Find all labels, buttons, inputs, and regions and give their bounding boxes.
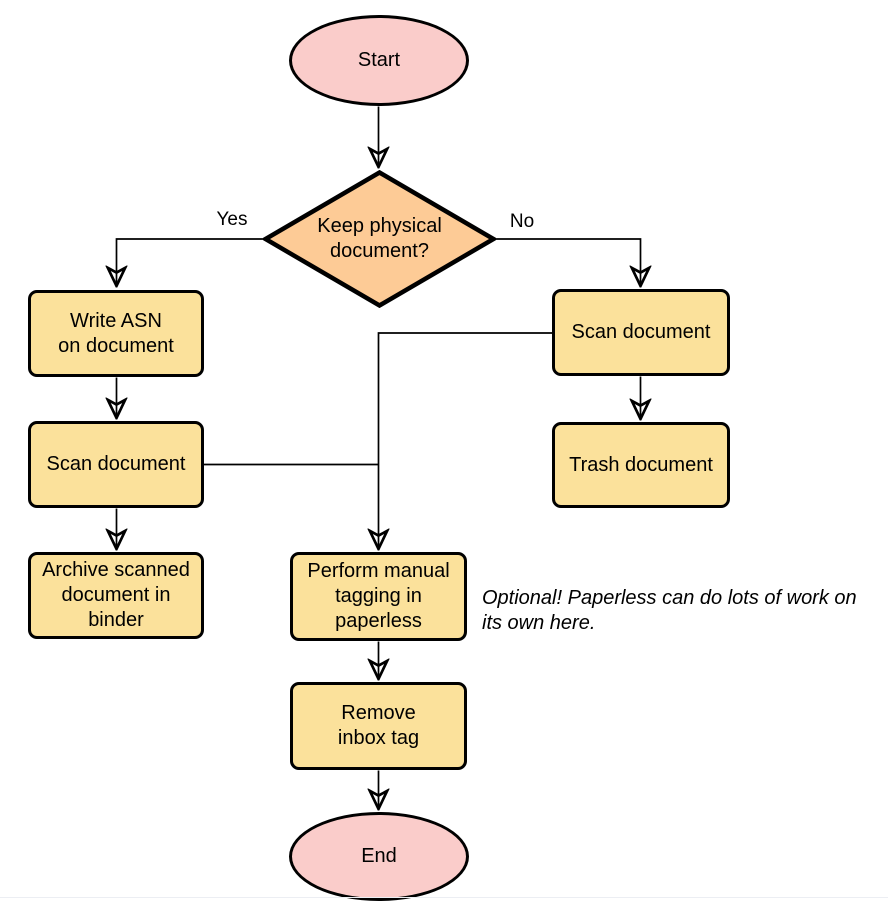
- node-remove-inbox: Remove inbox tag: [290, 682, 467, 770]
- node-archive-label: Archive scanned document in binder: [42, 559, 190, 631]
- node-write-asn: Write ASN on document: [28, 290, 204, 377]
- decision-shape-svg: [263, 170, 496, 308]
- node-write-asn-label: Write ASN on document: [58, 309, 174, 357]
- node-remove-inbox-label: Remove inbox tag: [337, 702, 420, 749]
- node-tagging-label: Perform manual tagging in paperless: [307, 560, 450, 632]
- node-scan-right-label: Scan document: [571, 321, 711, 343]
- node-trash: Trash document: [552, 422, 730, 508]
- decision-shape: [263, 170, 496, 308]
- edge-label-yes: Yes: [206, 209, 258, 231]
- node-end: End: [289, 812, 469, 901]
- node-trash-label: Trash document: [569, 453, 713, 476]
- edge-decision-to-scan-right: [496, 238, 641, 286]
- node-start: Start: [289, 15, 469, 106]
- edge-decision-to-write-asn: [117, 238, 263, 286]
- bottom-divider: [0, 897, 888, 898]
- edge-scan-right-to-tagging: [379, 332, 552, 549]
- node-decision: Keep physical document?: [263, 170, 496, 308]
- node-scan-left: Scan document: [28, 421, 204, 508]
- node-tagging: Perform manual tagging in paperless: [290, 552, 467, 641]
- node-archive: Archive scanned document in binder: [28, 552, 204, 639]
- edge-label-no: No: [499, 211, 545, 233]
- node-decision-label: Keep physical document?: [317, 215, 442, 262]
- node-start-label: Start: [357, 49, 401, 71]
- node-scan-left-label: Scan document: [46, 453, 186, 475]
- annotation-text: Optional! Paperless can do lots of work …: [482, 587, 857, 634]
- node-end-label: End: [361, 845, 397, 867]
- node-scan-right: Scan document: [552, 289, 730, 376]
